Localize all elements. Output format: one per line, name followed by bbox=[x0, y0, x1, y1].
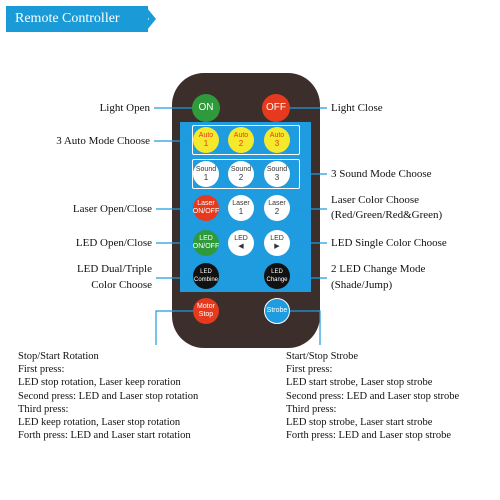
auto-row-frame bbox=[192, 125, 300, 155]
label-led-change-2: (Shade/Jump) bbox=[331, 279, 393, 291]
label-light-open: Light Open bbox=[99, 102, 150, 114]
label-sound-mode: 3 Sound Mode Choose bbox=[331, 168, 432, 180]
label-auto-mode: 3 Auto Mode Choose bbox=[56, 135, 150, 147]
triangle-left-icon: ◀ bbox=[238, 243, 244, 250]
sound-row-frame bbox=[192, 159, 300, 189]
label-laser-open-close: Laser Open/Close bbox=[72, 203, 152, 215]
label-laser-color-2: (Red/Green/Red&Green) bbox=[331, 209, 443, 221]
label-led-change-1: 2 LED Change Mode bbox=[331, 263, 426, 275]
label-led-dual-1: LED Dual/Triple bbox=[76, 263, 152, 275]
strobe-description: Start/Stop Strobe First press: LED start… bbox=[286, 351, 460, 442]
label-led-dual-2: Color Choose bbox=[91, 279, 152, 291]
label-light-close: Light Close bbox=[331, 102, 383, 114]
on-button[interactable]: ON bbox=[192, 94, 220, 122]
label-laser-color-1: Laser Color Choose bbox=[331, 194, 419, 206]
led-right-button[interactable]: LED▶ bbox=[264, 230, 290, 256]
off-button[interactable]: OFF bbox=[262, 94, 290, 122]
triangle-right-icon: ▶ bbox=[274, 243, 280, 250]
motor-stop-description: Stop/Start Rotation First press: LED sto… bbox=[18, 351, 199, 442]
label-led-single: LED Single Color Choose bbox=[331, 237, 447, 249]
led-left-button[interactable]: LED◀ bbox=[228, 230, 254, 256]
strobe-button[interactable]: Strobe bbox=[264, 298, 290, 324]
title-banner: Remote Controller bbox=[6, 6, 148, 32]
title-text: Remote Controller bbox=[15, 11, 120, 26]
chevron-right-icon bbox=[140, 8, 156, 30]
label-led-open-close: LED Open/Close bbox=[75, 237, 152, 249]
